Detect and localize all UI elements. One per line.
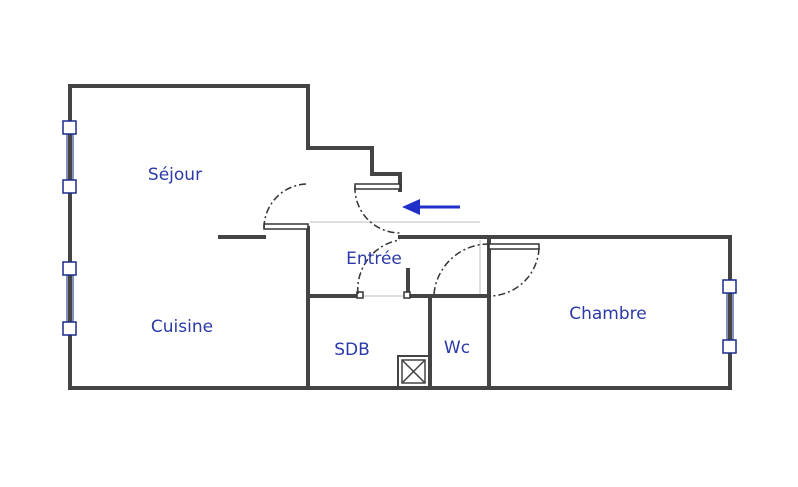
wall-living-outer [68,84,310,390]
room-label-entree: Entrée [346,249,402,269]
wall-entry-steps [306,146,402,192]
window-sejour [62,120,77,194]
room-label-wc: Wc [444,338,470,358]
door-sejour [263,183,309,230]
room-label-sejour: Séjour [148,165,202,185]
window-jamb-icon [62,179,77,194]
window-jamb-icon [722,279,737,294]
room-label-cuisine: Cuisine [151,317,213,337]
door-wc [433,243,540,297]
duct-icon [397,355,430,388]
window-jamb-icon [62,261,77,276]
windows [62,120,737,354]
room-label-chambre: Chambre [569,304,647,324]
doors [263,183,540,299]
door-entree [354,183,401,234]
window-jamb-icon [62,321,77,336]
window-jamb-icon [722,339,737,354]
window-jamb-icon [62,120,77,135]
window-cuisine [62,261,77,336]
room-label-sdb: SDB [334,340,370,360]
walls [68,84,732,390]
window-chambre [722,279,737,354]
wall-bedroom-outer [398,235,732,390]
arrow-left-icon [402,199,460,215]
door-sdb [356,239,411,299]
